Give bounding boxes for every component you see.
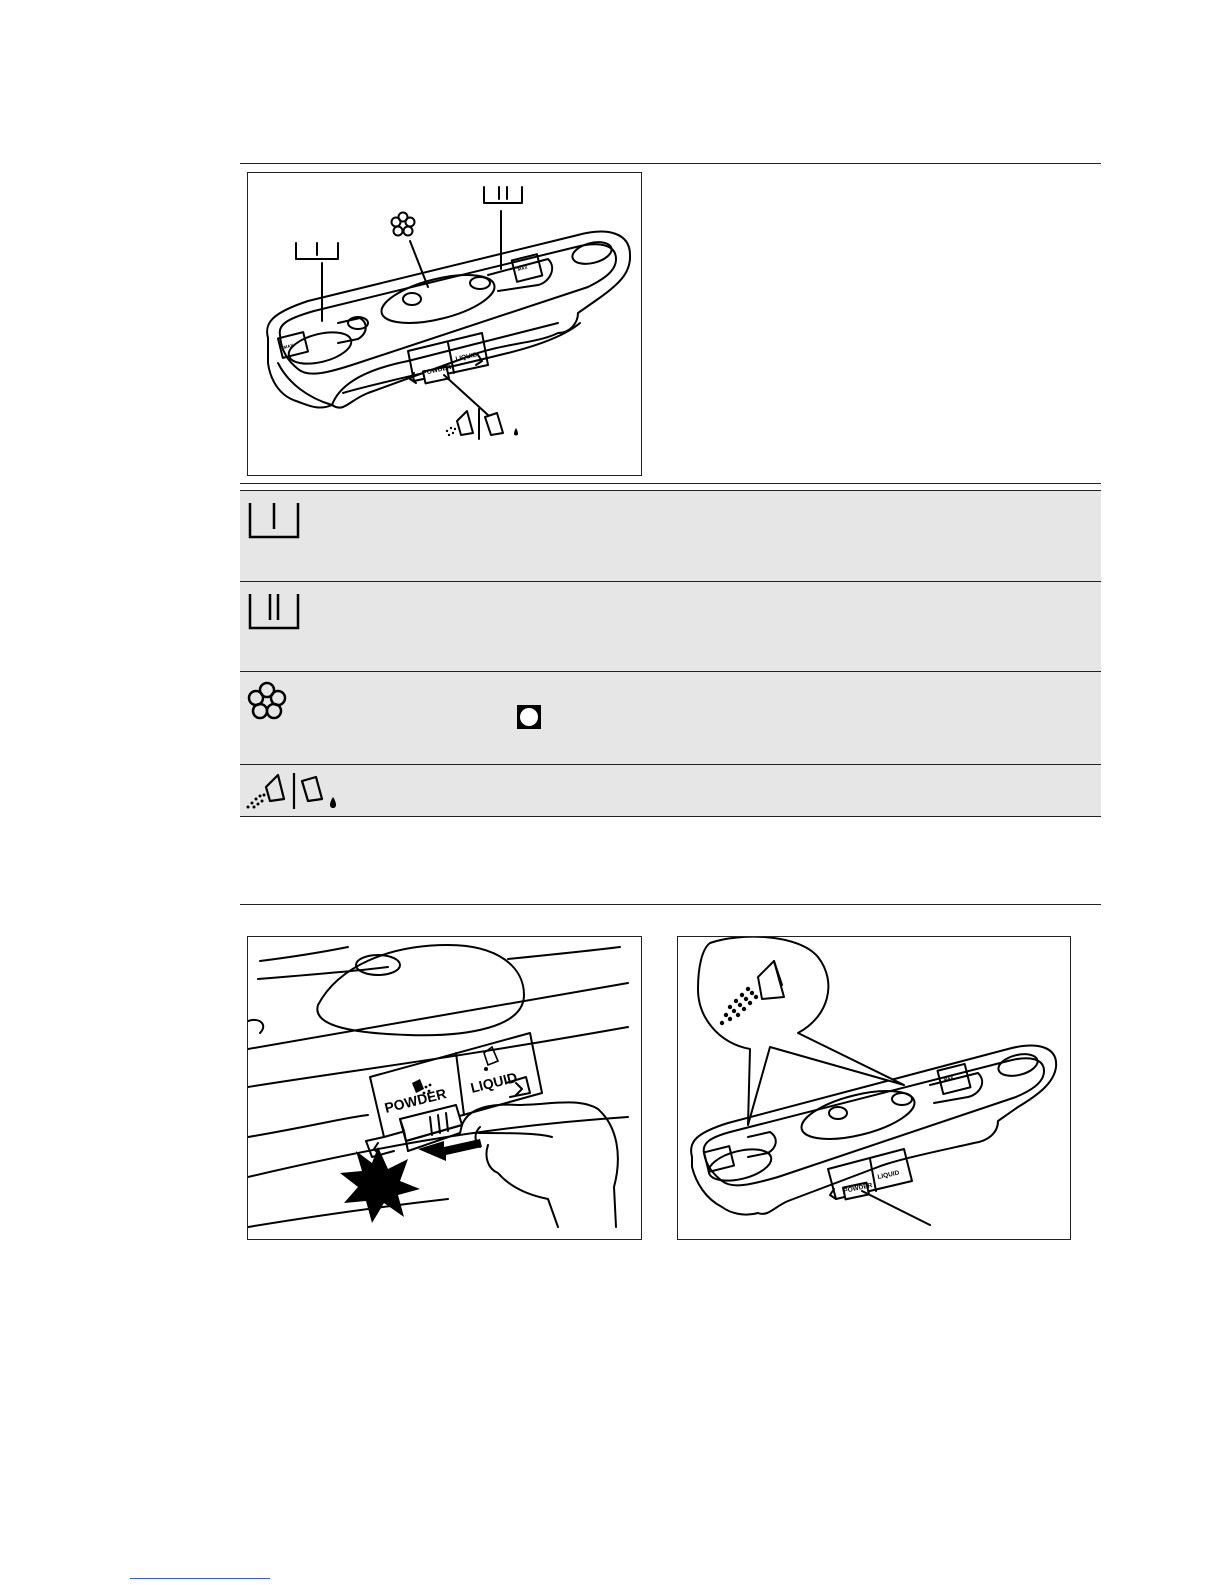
powder-position-figure: POWDER LIQUID MAX <box>677 936 1071 1240</box>
section-rule-bottom <box>240 904 1101 905</box>
max-level-circle-icon <box>517 705 541 729</box>
symbol-row-flap <box>240 764 1101 817</box>
flap-push-figure: POWDER LIQUID <box>247 936 642 1240</box>
softener-flower-icon <box>244 678 290 729</box>
max-label: MAX <box>943 1075 954 1082</box>
liquid-label: LIQUID <box>877 1169 900 1180</box>
symbol-table <box>240 490 1101 817</box>
symbol-row-softener <box>240 671 1101 764</box>
section-rule-mid <box>240 483 1101 484</box>
main-wash-compartment-icon <box>244 588 304 639</box>
max-label-right: MAX <box>517 265 528 272</box>
liquid-label: LIQUID <box>469 1069 519 1096</box>
dispenser-overview-figure: POWDER LIQUID MAX MAX <box>247 172 642 476</box>
symbol-row-prewash <box>240 490 1101 581</box>
max-label-left: MAX <box>283 343 294 350</box>
powder-liquid-flap-icon <box>244 769 340 818</box>
section-rule-top <box>240 163 1101 164</box>
symbol-row-main-wash <box>240 581 1101 671</box>
footer-link[interactable] <box>130 1578 270 1579</box>
prewash-compartment-icon <box>244 497 304 548</box>
